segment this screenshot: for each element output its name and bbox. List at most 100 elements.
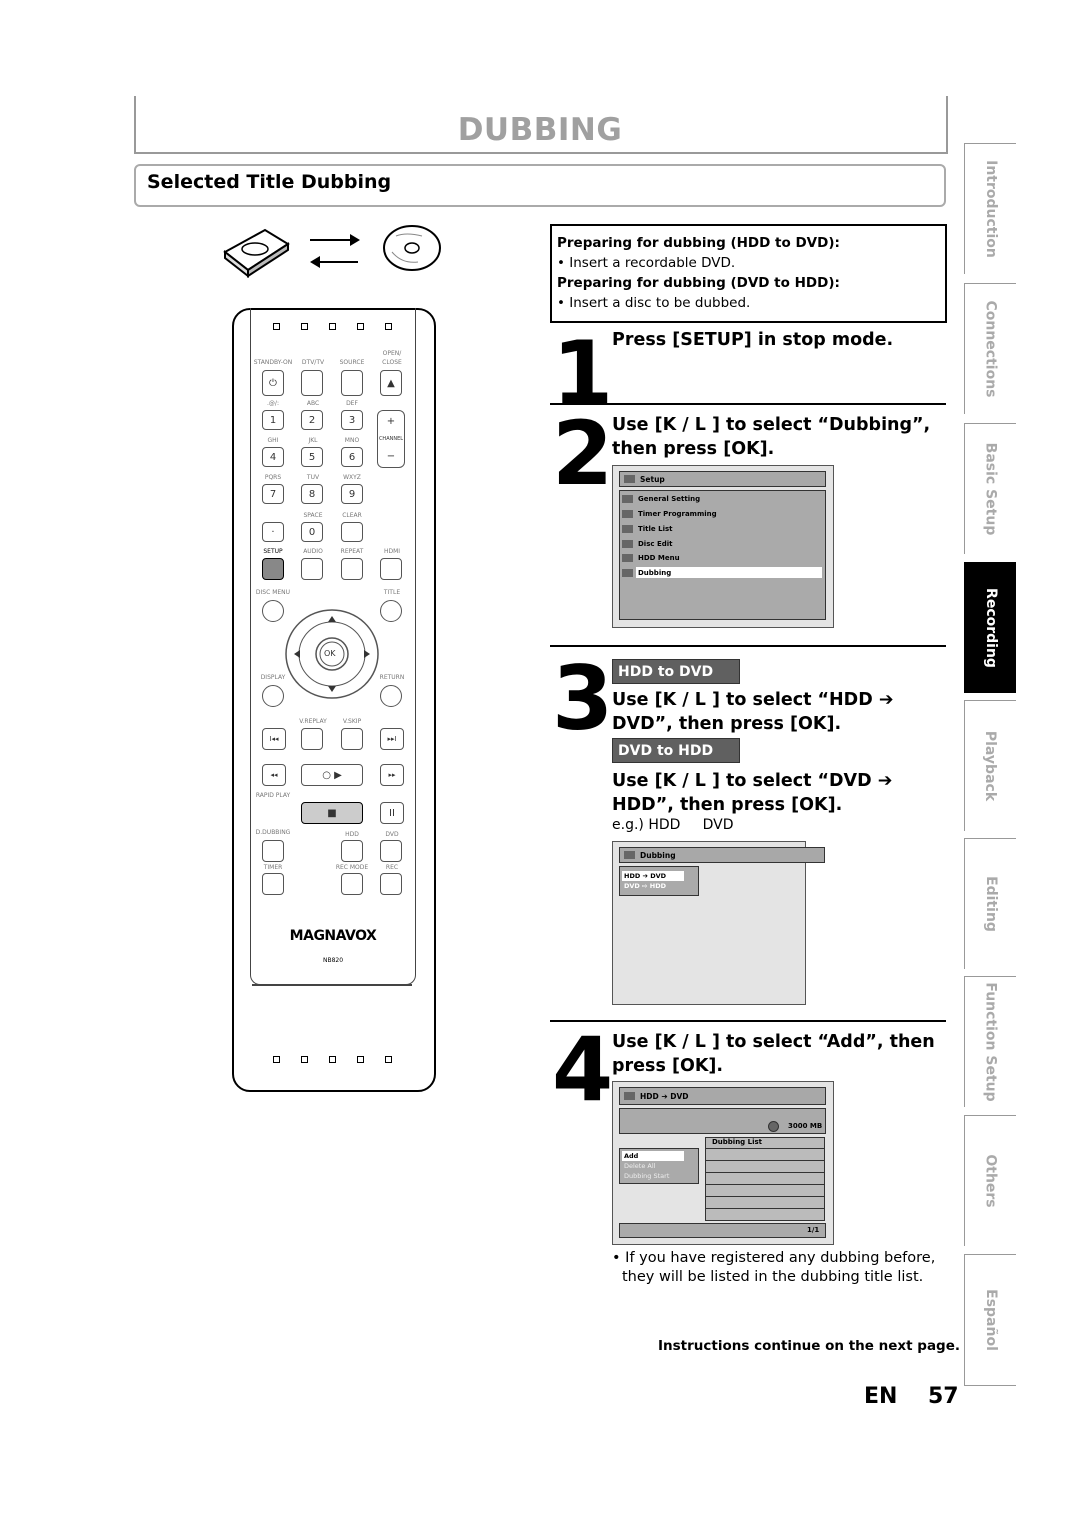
tab-function-setup[interactable]: Function Setup [964,976,1016,1107]
pause-button[interactable]: II [380,802,404,824]
tab-others[interactable]: Others [964,1115,1016,1246]
menu-dubbing-start[interactable]: Dubbing Start [624,1172,670,1180]
step-3-hdd-dvd-text: Use [K / L ] to select “HDD ➔ DVD”, then… [612,690,894,734]
step-4-number: 4 [552,1018,614,1121]
menu-highlight [636,567,822,578]
direction-pad[interactable] [284,608,380,700]
menu-add[interactable]: Add [624,1152,639,1160]
vreplay-button[interactable] [301,728,323,750]
step-1-number: 1 [552,322,614,425]
channel-rocker[interactable]: +CHANNEL− [377,410,405,468]
key-9[interactable]: 9 [341,484,363,504]
hdd-to-dvd-tag: HDD to DVD [612,659,740,684]
menu-delete-all[interactable]: Delete All [624,1162,656,1170]
dtvtv-button[interactable] [301,370,323,396]
tab-introduction[interactable]: Introduction [964,143,1016,274]
tab-recording[interactable]: Recording [964,562,1016,693]
repeat-button[interactable] [341,558,363,580]
audio-button[interactable] [301,558,323,580]
dubbing-menu-bar: Dubbing [619,847,825,863]
skip-forward-button[interactable]: ▸▸I [380,728,404,750]
title-button[interactable] [380,600,402,622]
standby-button[interactable]: ⏻ [262,370,284,396]
dvd-to-hdd-tag: DVD to HDD [612,738,740,763]
option-highlight [622,871,684,881]
vskip-button[interactable] [341,728,363,750]
prep-dvd-hdd-title: Preparing for dubbing (DVD to HDD): [557,275,840,291]
option-hdd-dvd[interactable]: HDD ➔ DVD [624,872,667,880]
tab-editing[interactable]: Editing [964,838,1016,969]
dvd-button[interactable] [380,840,402,862]
menu-item-title-list[interactable]: Title List [622,525,672,533]
key-4[interactable]: 4 [262,447,284,467]
key-2[interactable]: 2 [301,410,323,430]
continue-note: Instructions continue on the next page. [658,1338,960,1354]
key-6[interactable]: 6 [341,447,363,467]
title-frame [134,96,948,154]
d-dubbing-button[interactable] [262,840,284,862]
tab-connections[interactable]: Connections [964,283,1016,414]
step-divider [550,645,946,647]
dot-key[interactable]: · [262,522,284,542]
dubbing-illustration [223,225,441,279]
dubbing-list-header: Dubbing List [711,1138,763,1146]
menu-item-hdd-menu[interactable]: HDD Menu [622,554,680,562]
key-7[interactable]: 7 [262,484,284,504]
setup-menu-bar: Setup [619,471,826,487]
step-2-text: Use [K / L ] to select “Dubbing”, then p… [612,415,931,459]
menu-item-general[interactable]: General Setting [622,495,700,503]
remote-control [232,308,436,1092]
key-5[interactable]: 5 [301,447,323,467]
menu-item-dubbing[interactable]: Dubbing [622,569,671,577]
tab-espanol[interactable]: Español [964,1254,1016,1386]
dubbing-list-bar: HDD ➔ DVD [619,1087,826,1105]
key-0[interactable]: 0 [301,522,323,542]
hdd-button[interactable] [341,840,363,862]
play-button[interactable]: ○ ▶ [301,764,363,786]
section-title: Selected Title Dubbing [147,171,392,193]
step-1-text: Press [SETUP] in stop mode. [612,330,894,350]
menu-item-timer[interactable]: Timer Programming [622,510,717,518]
preparation-box [550,224,947,323]
rewind-button[interactable]: ◂◂ [262,764,286,786]
stop-button[interactable]: ■ [301,802,363,824]
clear-button[interactable] [341,522,363,542]
menu-item-disc-edit[interactable]: Disc Edit [622,540,673,548]
capacity-value: 3000 MB [788,1122,823,1130]
key-8[interactable]: 8 [301,484,323,504]
option-dvd-hdd[interactable]: DVD ⇨ HDD [624,882,667,890]
tab-basic-setup[interactable]: Basic Setup [964,423,1016,554]
setup-button[interactable] [262,558,284,580]
dubbing-list-table [705,1137,825,1221]
remote-model: NB820 [322,957,344,964]
key-3[interactable]: 3 [341,410,363,430]
skip-back-button[interactable]: I◂◂ [262,728,286,750]
source-button[interactable] [341,370,363,396]
open-close-button[interactable]: ▲ [380,370,402,396]
page-indicator: 1/1 [807,1226,820,1234]
rec-mode-button[interactable] [341,873,363,895]
rec-button[interactable] [380,873,402,895]
page-title: DUBBING [457,112,623,148]
note-line-1: • If you have registered any dubbing bef… [612,1250,936,1266]
display-button[interactable] [262,685,284,707]
step-divider [550,403,946,405]
disc-icon [383,225,441,271]
section-frame [134,164,946,207]
return-button[interactable] [380,685,402,707]
setup-menu-panel [619,490,826,620]
timer-button[interactable] [262,873,284,895]
key-1[interactable]: 1 [262,410,284,430]
capacity-panel [619,1108,826,1134]
step-3-number: 3 [552,647,614,750]
prep-hdd-dvd-title: Preparing for dubbing (HDD to DVD): [557,235,840,251]
tab-playback[interactable]: Playback [964,700,1016,831]
add-highlight [622,1151,684,1161]
step-3-dvd-hdd-text: Use [K / L ] to select “DVD ➔ HDD”, then… [612,771,893,815]
fast-forward-button[interactable]: ▸▸ [380,764,404,786]
remote-divider [252,984,412,986]
language-label: EN [864,1384,898,1409]
prep-dvd-hdd-text: • Insert a disc to be dubbed. [557,295,751,311]
hdmi-button[interactable] [380,558,402,580]
disc-menu-button[interactable] [262,600,284,622]
